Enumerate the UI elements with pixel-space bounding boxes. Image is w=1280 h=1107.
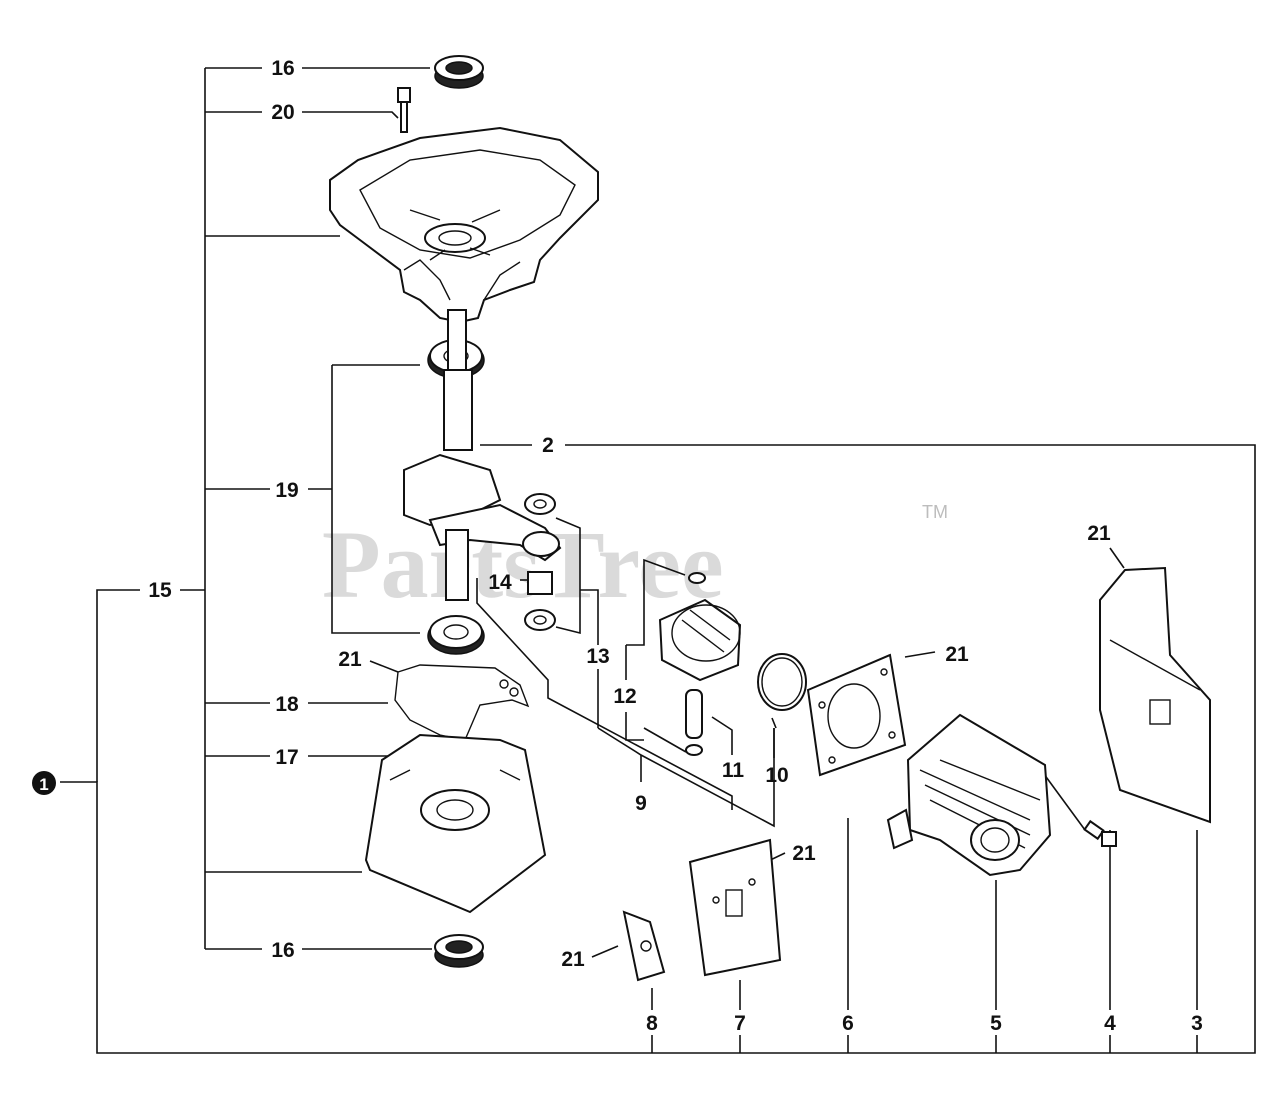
insulator-gasket (622, 910, 666, 982)
callout-20: 20 (271, 101, 294, 124)
callout-21-cylinder-gasket: 21 (945, 643, 969, 666)
callout-5: 5 (990, 1012, 1002, 1035)
watermark-trademark: TM (922, 502, 948, 522)
callout-10: 10 (765, 764, 788, 787)
callout-11: 11 (722, 759, 745, 782)
assembly-marker: 1 (39, 775, 48, 794)
callout-7: 7 (734, 1012, 746, 1035)
callout-21-heat-shield: 21 (1087, 522, 1111, 545)
circlip-bottom (685, 744, 703, 756)
callout-8: 8 (646, 1012, 658, 1035)
piston-pin (685, 689, 703, 739)
heat-shield (1099, 566, 1211, 824)
callout-21-carburetor-gasket: 21 (792, 842, 816, 865)
leader-lines (60, 67, 1256, 1054)
callout-12: 12 (613, 685, 636, 708)
callout-17: 17 (275, 746, 298, 769)
bearing-bottom (427, 615, 485, 655)
callout-16-top: 16 (271, 57, 294, 80)
circlip-top (688, 572, 706, 584)
crankcase-upper (329, 126, 599, 324)
callout-13: 13 (586, 645, 609, 668)
thrust-washer-bottom (524, 609, 556, 631)
callout-2: 2 (542, 434, 554, 457)
assembly-marker-dot (32, 771, 56, 795)
callout-21-crankcase-gasket: 21 (338, 648, 362, 671)
cylinder-screw (1083, 819, 1117, 847)
cylinder (886, 713, 1052, 877)
carburetor-gasket (688, 838, 782, 977)
bolt (397, 87, 411, 133)
callout-4: 4 (1104, 1012, 1116, 1035)
callout-labels: 1 2 3 4 5 6 7 8 9 10 11 12 13 14 15 16 1… (32, 57, 1203, 1035)
callout-16-bottom: 16 (271, 939, 294, 962)
crankcase-gasket (394, 664, 530, 741)
crankshaft (403, 309, 562, 601)
callout-3: 3 (1191, 1012, 1203, 1035)
thrust-washer-top (524, 493, 556, 515)
callout-18: 18 (275, 693, 299, 716)
needle-bearing (527, 571, 553, 595)
callout-14: 14 (488, 571, 512, 594)
cylinder-gasket (806, 653, 907, 777)
piston-ring (757, 653, 807, 711)
callout-6: 6 (842, 1012, 854, 1035)
oil-seal-bottom (434, 934, 484, 968)
callout-19: 19 (275, 479, 298, 502)
callout-9: 9 (635, 792, 647, 815)
callout-15: 15 (148, 579, 172, 602)
crankcase-lower (364, 733, 547, 914)
oil-seal-top (434, 55, 484, 89)
piston (658, 598, 742, 682)
callout-21-insulator-gasket: 21 (561, 948, 585, 971)
